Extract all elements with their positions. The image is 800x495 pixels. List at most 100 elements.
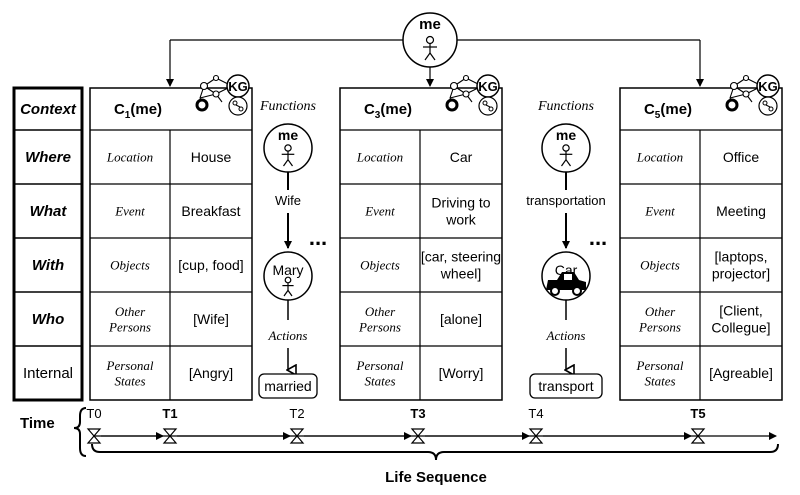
context-value: [Angry] <box>189 365 233 381</box>
context-value: Car <box>450 149 473 165</box>
edge-label: transportation <box>526 193 606 208</box>
life-sequence-label: Life Sequence <box>385 469 487 486</box>
hourglass-icon <box>162 428 178 444</box>
person-icon <box>559 144 573 167</box>
hourglass-icon <box>410 428 426 444</box>
context-value: Meeting <box>716 203 766 219</box>
functions-header: Functions <box>537 99 595 114</box>
row-header-internal: Internal <box>23 365 73 382</box>
kg-graph-icon: KG <box>195 74 250 116</box>
person-icon <box>423 35 437 61</box>
context-value: [Client,Collegue] <box>711 303 770 336</box>
car-icon <box>546 272 586 296</box>
function-top-label: me <box>278 127 298 143</box>
row-header-frame <box>12 86 84 402</box>
context-value: House <box>191 149 232 165</box>
me-root-node: me <box>402 12 458 68</box>
context-key: Location <box>106 150 153 165</box>
time-tick-label: T0 <box>86 406 101 421</box>
actions-label: Actions <box>268 328 308 343</box>
kg-label: KG <box>228 79 248 94</box>
row-header-context: Context <box>20 101 77 118</box>
context-value: [cup, food] <box>178 257 243 273</box>
context-key: Location <box>356 150 403 165</box>
time-tick-t2: T2 <box>177 406 305 444</box>
context-value: [laptops,projector] <box>712 249 770 282</box>
root-connectors <box>166 39 704 87</box>
me-root-label: me <box>419 16 441 33</box>
context-frame <box>89 87 253 401</box>
context-key: Objects <box>640 258 680 273</box>
action-box <box>258 373 318 399</box>
action-box <box>529 373 603 399</box>
context-value: [Worry] <box>439 365 484 381</box>
action-box-label: transport <box>538 378 593 394</box>
time-tick-label: T4 <box>528 406 543 421</box>
time-tick-label: T5 <box>690 406 705 421</box>
context-value: [Agreable] <box>709 365 773 381</box>
context-frame <box>619 87 783 401</box>
time-tick-label: T1 <box>162 406 177 421</box>
time-brace <box>73 407 87 457</box>
kg-label: KG <box>478 79 498 94</box>
kg-graph-icon: KG <box>445 74 500 116</box>
context-key: Location <box>636 150 683 165</box>
time-tick-label: T2 <box>289 406 304 421</box>
action-box-label: married <box>264 378 311 394</box>
person-icon <box>281 144 295 167</box>
time-tick-t4: T4 <box>425 406 544 444</box>
row-header-where: Where <box>25 149 71 166</box>
context-value: [alone] <box>440 311 482 327</box>
time-tick-label: T3 <box>410 406 425 421</box>
context-key: Objects <box>360 258 400 273</box>
context-key: Objects <box>110 258 150 273</box>
context-frame <box>339 87 503 401</box>
row-header-who: Who <box>32 311 64 328</box>
hourglass-icon <box>289 428 305 444</box>
function-columns: FunctionsmeWifeMaryActionsmarried...Func… <box>258 99 607 399</box>
function-top-label: me <box>556 127 576 143</box>
time-label: Time <box>20 415 55 432</box>
time-tick-t5: T5 <box>543 406 706 444</box>
hourglass-icon <box>528 428 544 444</box>
functions-header: Functions <box>259 99 317 114</box>
kg-label: KG <box>758 79 778 94</box>
context-value: Breakfast <box>181 203 240 219</box>
hourglass-icon <box>86 428 102 444</box>
function-column-2: FunctionsmetransportationCarActionstrans… <box>526 99 607 399</box>
context-key: Event <box>644 204 675 219</box>
ellipsis: ... <box>589 225 607 250</box>
time-tick-t0: T0 <box>86 406 102 444</box>
context-title: C3(me) <box>364 101 412 121</box>
row-header-what: What <box>30 203 68 220</box>
context-key: Event <box>114 204 145 219</box>
life-sequence-brace <box>91 443 779 461</box>
context-title: C1(me) <box>114 101 162 121</box>
hourglass-icon <box>690 428 706 444</box>
actions-label: Actions <box>546 328 586 343</box>
person-icon <box>282 276 294 297</box>
time-tick-t3: T3 <box>304 406 426 444</box>
row-header-with: With <box>32 257 64 274</box>
context-key: Event <box>364 204 395 219</box>
function-column-1: FunctionsmeWifeMaryActionsmarried... <box>258 99 327 399</box>
context-title: C5(me) <box>644 101 692 121</box>
context-value: [Wife] <box>193 311 229 327</box>
ellipsis: ... <box>309 225 327 250</box>
kg-graph-icon: KG <box>725 74 780 116</box>
